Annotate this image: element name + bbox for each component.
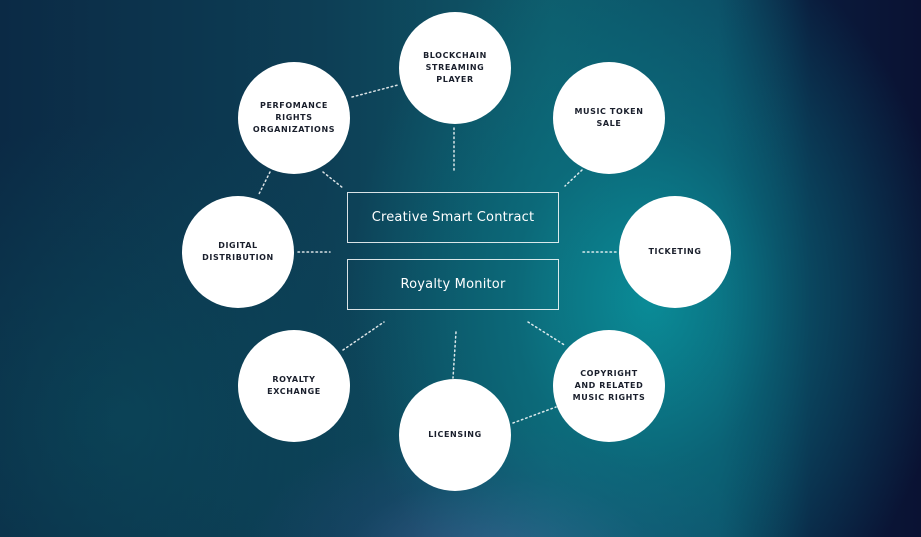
node-label: ROYALTY EXCHANGE (267, 375, 321, 396)
node-ticketing: TICKETING (619, 196, 731, 308)
creative-smart-contract-label: Creative Smart Contract (371, 210, 535, 225)
node-label: BLOCKCHAIN STREAMING PLAYER (423, 51, 487, 84)
node-blockchain-streaming-player: BLOCKCHAIN STREAMING PLAYER (399, 12, 511, 124)
royalty-monitor-box: Royalty Monitor (347, 259, 559, 310)
royalty-monitor-label: Royalty Monitor (400, 277, 506, 292)
node-label: LICENSING (428, 430, 482, 439)
node-perfomance-rights-organizations: PERFOMANCE RIGHTS ORGANIZATIONS (238, 62, 350, 174)
node-label: MUSIC TOKEN SALE (574, 107, 644, 128)
node-royalty-exchange: ROYALTY EXCHANGE (238, 330, 350, 442)
connector-perfomance-center (322, 171, 344, 189)
node-label: PERFOMANCE RIGHTS ORGANIZATIONS (252, 101, 336, 134)
node-label: COPYRIGHT AND RELATED MUSIC RIGHTS (572, 369, 646, 402)
node-copyright-music-rights: COPYRIGHT AND RELATED MUSIC RIGHTS (553, 330, 665, 442)
connector-perfomance-digital (257, 171, 271, 197)
node-licensing: LICENSING (399, 379, 511, 491)
connector-perfomance-blockchain (351, 84, 399, 98)
node-music-token-sale: MUSIC TOKEN SALE (553, 62, 665, 174)
node-digital-distribution: DIGITAL DISTRIBUTION (182, 196, 294, 308)
connector-royalty-exchange (342, 321, 385, 351)
node-label: DIGITAL DISTRIBUTION (202, 241, 274, 262)
connector-copyright (527, 321, 567, 347)
connector-licensing (452, 331, 457, 379)
connector-licensing-copyright (512, 406, 557, 424)
creative-smart-contract-box: Creative Smart Contract (347, 192, 559, 243)
node-label: TICKETING (648, 247, 702, 256)
connector-music-token (564, 169, 583, 187)
